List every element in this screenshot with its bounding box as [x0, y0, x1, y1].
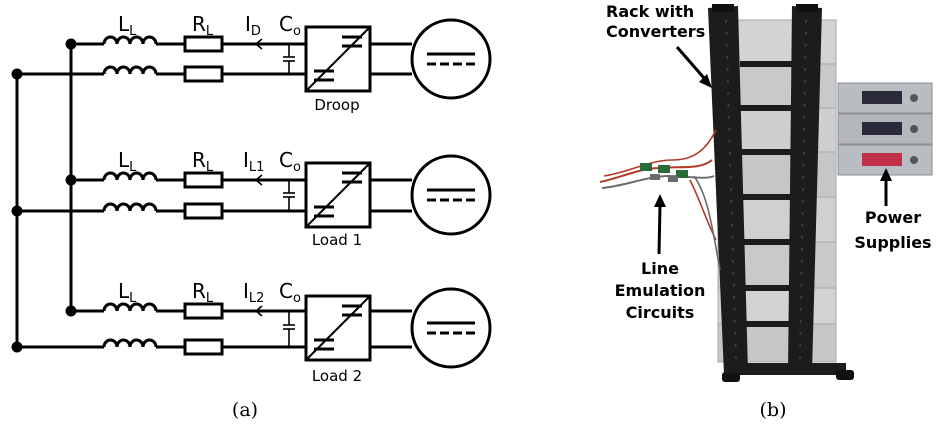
rack-base — [728, 363, 846, 375]
line-label-line1: Line — [641, 259, 679, 278]
resistor — [183, 65, 224, 83]
line-emulation-circuits — [599, 129, 721, 271]
resistor — [183, 35, 224, 53]
line-label-line2: Emulation — [615, 281, 706, 300]
current-label: IL2 — [243, 279, 264, 306]
line-label-line3: Circuits — [626, 303, 695, 322]
resistor-label: RL — [192, 279, 214, 306]
inductor-label: LL — [118, 279, 137, 306]
inductor-label: LL — [118, 12, 137, 39]
resistor-label: RL — [192, 12, 214, 39]
caption-b: (b) — [760, 399, 787, 421]
caption-a: (a) — [232, 399, 258, 421]
power-label-line1: Power — [865, 208, 921, 227]
annotation-arrows — [654, 46, 892, 255]
current-label: ID — [245, 12, 261, 39]
rack-label-line1: Rack with — [606, 2, 694, 21]
resistor — [183, 171, 224, 189]
power-label-line2: Supplies — [854, 233, 931, 252]
supply-display — [862, 122, 902, 135]
capacitor-label: Co — [279, 148, 301, 175]
converter-label: Load 2 — [312, 367, 362, 385]
capacitor-label: Co — [279, 279, 301, 306]
branch-load-2: LL RL IL2 Co Load 2 — [17, 279, 492, 385]
branch-load-1: LL RL IL1 Co Load 1 — [17, 148, 492, 249]
supply-display — [862, 91, 902, 104]
inductor-label: LL — [118, 148, 137, 175]
rack-foot — [722, 372, 740, 382]
rack-frame — [708, 4, 822, 374]
resistor — [183, 302, 224, 320]
converter-label: Droop — [314, 96, 359, 114]
rack-label-line2: Converters — [606, 22, 705, 41]
power-supply-stack — [837, 82, 933, 176]
branch-droop: LL RL ID Co Droop — [17, 12, 492, 114]
circuit-diagram: LL RL ID Co Droop LL — [11, 12, 492, 421]
rack-foot — [836, 370, 854, 380]
resistor-label: RL — [192, 148, 214, 175]
supply-display — [862, 153, 902, 166]
current-label: IL1 — [243, 148, 264, 175]
capacitor-label: Co — [279, 12, 301, 39]
resistor — [183, 338, 224, 356]
resistor — [183, 202, 224, 220]
converter-label: Load 1 — [312, 231, 362, 249]
hardware-photo: Rack with Converters Power Supplies Line… — [599, 2, 933, 421]
